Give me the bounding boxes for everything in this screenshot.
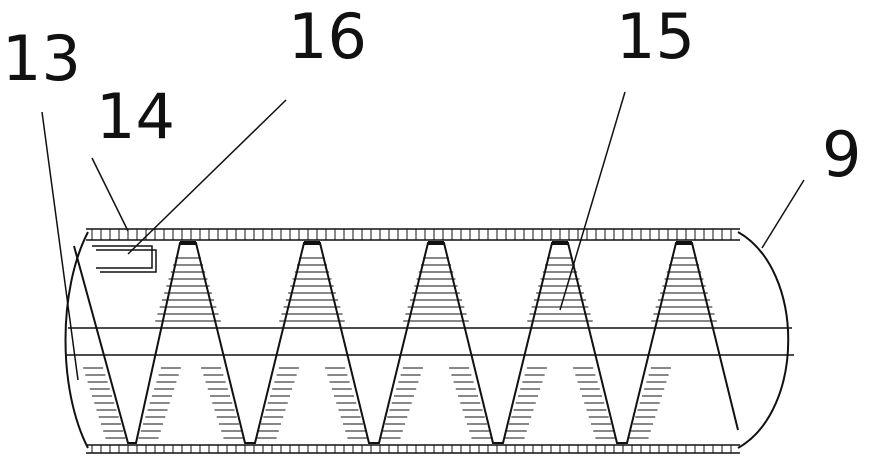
bracket-16 <box>92 245 157 273</box>
bottom-wall <box>86 444 740 454</box>
top-wall-hatching <box>91 229 732 240</box>
blade-tip <box>304 241 320 245</box>
left-end-arc <box>64 231 89 449</box>
leader-9 <box>761 179 805 249</box>
blade-tip <box>552 241 568 245</box>
label-14: 14 <box>96 80 175 153</box>
label-13: 13 <box>2 22 81 95</box>
leader-16 <box>127 99 287 255</box>
blade-tip <box>428 241 444 245</box>
spiral-edge <box>73 242 739 444</box>
leader-14 <box>91 157 129 232</box>
label-9: 9 <box>822 118 861 191</box>
leader-lines <box>41 91 805 381</box>
leader-13 <box>41 111 79 381</box>
right-end-cap <box>737 231 790 449</box>
spiral-blade <box>73 241 739 444</box>
bottom-wall-hatching <box>91 445 732 453</box>
blade-tip <box>676 241 692 245</box>
label-15: 15 <box>616 0 695 73</box>
label-16: 16 <box>288 0 367 73</box>
blade-tip <box>180 241 196 245</box>
pipe-body <box>64 231 790 449</box>
central-shaft <box>66 327 794 356</box>
leader-15 <box>559 91 626 311</box>
top-wall <box>86 228 740 241</box>
